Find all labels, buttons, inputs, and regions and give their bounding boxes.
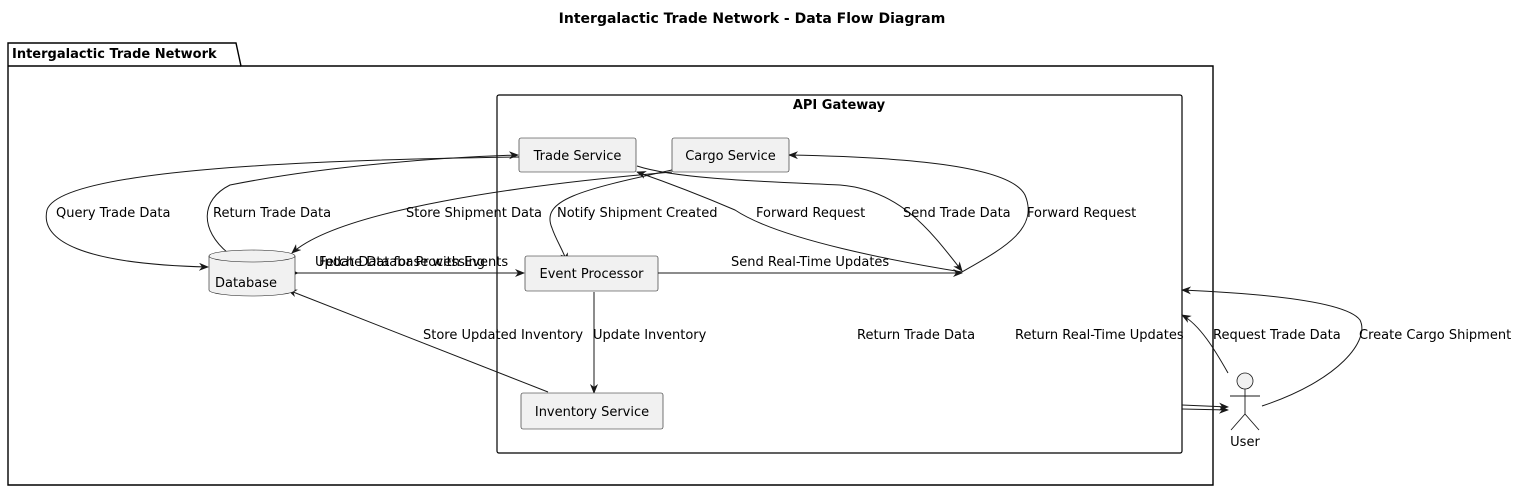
- edge-return-to-user-1: [1181, 402, 1229, 411]
- label-notify-shipment-created: Notify Shipment Created: [557, 206, 718, 221]
- edge-request-trade-data: [1181, 314, 1229, 374]
- label-store-updated-inventory: Store Updated Inventory: [423, 328, 583, 343]
- actor-user[interactable]: User: [1230, 372, 1260, 450]
- label-forward-request-trade: Forward Request: [756, 206, 865, 221]
- database-label: Database: [215, 276, 277, 291]
- edge-labels: Query Trade Data Return Trade Data Store…: [56, 206, 1511, 343]
- edge-forward-request-cargo: [788, 151, 1029, 273]
- edge-store-updated-inventory: [287, 289, 549, 393]
- inventory-service-label: Inventory Service: [535, 405, 649, 420]
- edge-query-trade-data: [45, 156, 520, 271]
- node-cargo-service[interactable]: Cargo Service: [671, 137, 790, 173]
- label-fetch-data-for-processing: Fetch Data for Processing: [319, 255, 485, 270]
- event-processor-label: Event Processor: [540, 267, 645, 282]
- trade-service-label: Trade Service: [533, 149, 622, 164]
- package-intergalactic-trade-network: Intergalactic Trade Network: [7, 42, 1214, 486]
- label-create-cargo-shipment: Create Cargo Shipment: [1359, 328, 1511, 343]
- edge-send-trade-data: [636, 165, 963, 272]
- edge-return-to-user-2: [1181, 405, 1229, 414]
- label-request-trade-data: Request Trade Data: [1213, 328, 1341, 343]
- node-trade-service[interactable]: Trade Service: [518, 137, 637, 173]
- cargo-service-label: Cargo Service: [685, 149, 776, 164]
- user-label: User: [1230, 435, 1260, 450]
- label-return-real-time-updates: Return Real-Time Updates: [1015, 328, 1184, 343]
- label-store-shipment-data: Store Shipment Data: [406, 206, 542, 221]
- label-send-real-time-updates: Send Real-Time Updates: [731, 255, 889, 270]
- edge-store-shipment-data: [291, 171, 673, 254]
- label-return-trade-data-db: Return Trade Data: [213, 206, 331, 221]
- node-inventory-service[interactable]: Inventory Service: [520, 392, 664, 430]
- label-forward-request-cargo: Forward Request: [1027, 206, 1136, 221]
- diagram-title: Intergalactic Trade Network - Data Flow …: [559, 11, 946, 27]
- package-label: Intergalactic Trade Network: [12, 47, 217, 62]
- edge-forward-request-trade: [636, 171, 963, 273]
- edge-return-trade-data-db: [206, 151, 519, 254]
- label-return-trade-data-user: Return Trade Data: [857, 328, 975, 343]
- label-update-database-with-events: Update Database with Events: [315, 255, 508, 270]
- edge-create-cargo-shipment: [1181, 286, 1363, 407]
- node-event-processor[interactable]: Event Processor: [524, 255, 659, 292]
- edge-notify-shipment-created: [549, 169, 673, 263]
- node-database[interactable]: Database: [208, 249, 296, 297]
- api-gateway-label: API Gateway: [793, 98, 886, 113]
- edges: [45, 151, 1363, 414]
- label-update-inventory: Update Inventory: [593, 328, 707, 343]
- label-send-trade-data: Send Trade Data: [903, 206, 1011, 221]
- label-query-trade-data: Query Trade Data: [56, 206, 170, 221]
